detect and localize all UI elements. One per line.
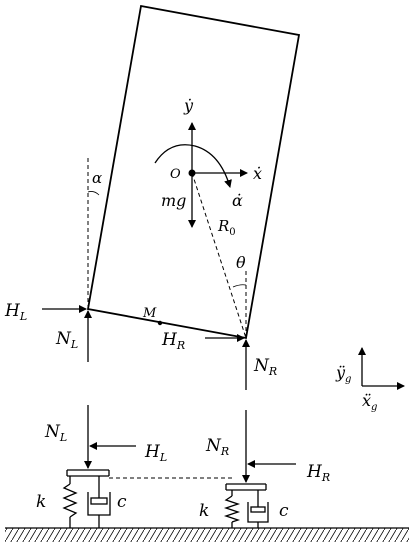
theta-label: θ [236, 253, 246, 272]
m-label: M [142, 306, 157, 321]
alpha-label: α [92, 169, 102, 187]
point-m [157, 320, 163, 326]
n-right-label: NR [253, 356, 277, 378]
alpha-dot-label: α̇ [232, 191, 243, 210]
mg-label: mg [161, 191, 186, 210]
theta-angle-arc [232, 284, 247, 288]
c-left-label: c [117, 492, 127, 512]
k-left-label: k [36, 492, 46, 512]
left-spring [62, 483, 78, 518]
k-right-label: k [199, 501, 209, 521]
origin-label: O [170, 167, 181, 182]
h-left-label: HL [4, 301, 27, 323]
right-spring [223, 495, 241, 523]
n-left-support-label: NL [44, 422, 67, 444]
r0-label: R0 [217, 217, 236, 238]
ground-x-label: ẍg [362, 391, 377, 413]
left-support [62, 469, 111, 528]
ground-hatching [5, 528, 409, 542]
y-dot-label: ẏ [183, 96, 194, 115]
h-right-label: HR [161, 330, 185, 352]
alpha-dot-arrow [154, 144, 232, 188]
x-dot-label: ẋ [253, 164, 262, 183]
alpha-angle-arc [87, 191, 100, 196]
ground-y-label: ÿg [335, 363, 351, 385]
n-left-label: NL [55, 329, 78, 351]
n-right-support-label: NR [205, 436, 229, 458]
center-of-mass-point [188, 169, 196, 177]
right-support [223, 483, 269, 528]
c-right-label: c [279, 501, 289, 521]
h-right-support-label: HR [306, 462, 330, 484]
r0-radius-line [191, 172, 247, 339]
h-left-support-label: HL [144, 442, 167, 464]
